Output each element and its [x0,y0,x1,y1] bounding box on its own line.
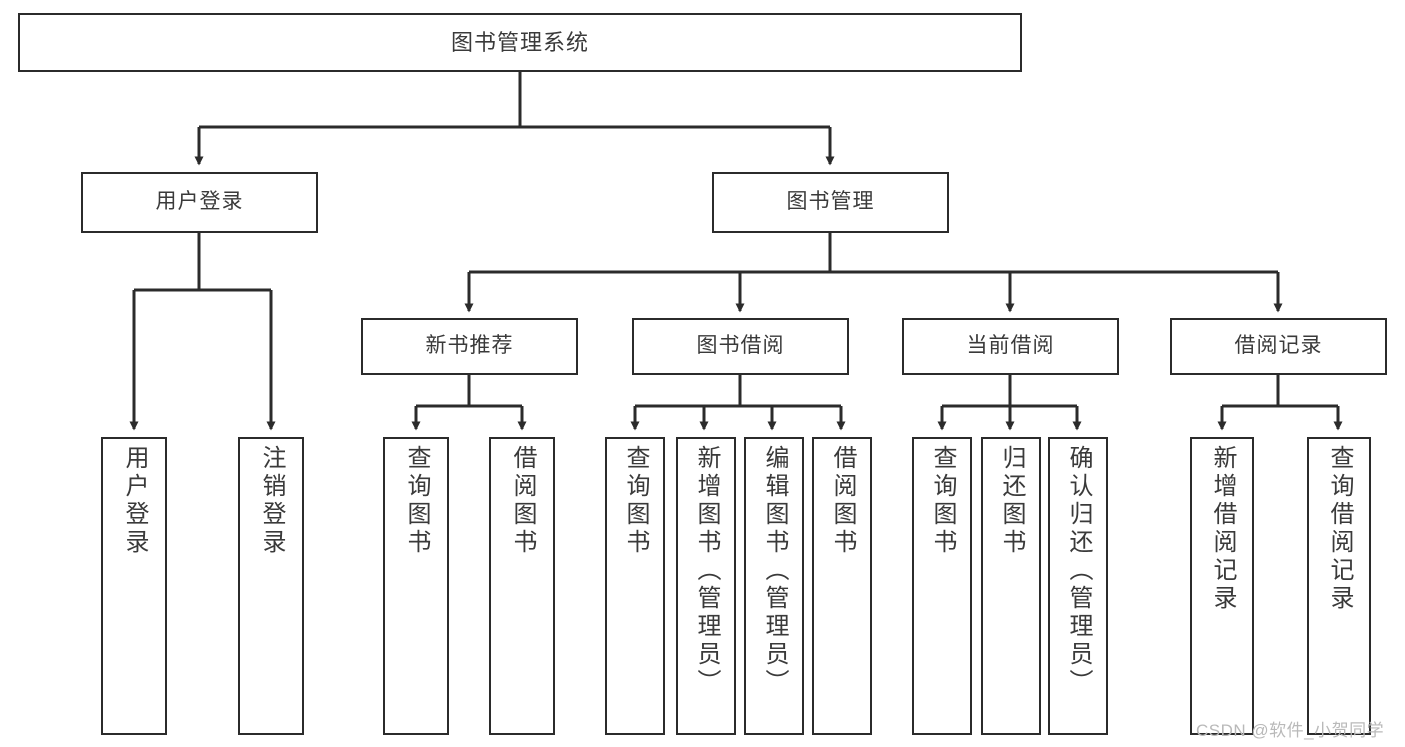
node-label: 归还图书 [998,445,1025,557]
node-leaf-borrow-book-1[interactable]: 借阅图书 [489,437,555,735]
node-leaf-add-book[interactable]: 新增图书（管理员） [676,437,736,735]
node-leaf-query-book-2[interactable]: 查询图书 [605,437,665,735]
node-leaf-return-book[interactable]: 归还图书 [981,437,1041,735]
node-label: 图书借阅 [696,334,785,358]
node-new-book-recommend[interactable]: 新书推荐 [361,318,578,375]
node-label: 当前借阅 [966,334,1055,358]
node-leaf-edit-book[interactable]: 编辑图书（管理员） [744,437,804,735]
node-leaf-query-book-1[interactable]: 查询图书 [383,437,449,735]
node-leaf-query-record[interactable]: 查询借阅记录 [1307,437,1371,735]
node-label: 用户登录 [155,190,244,214]
node-label: 查询图书 [403,445,430,557]
node-leaf-user-login[interactable]: 用户登录 [101,437,167,735]
node-leaf-add-record[interactable]: 新增借阅记录 [1190,437,1254,735]
node-label: 查询借阅记录 [1326,445,1353,613]
node-leaf-query-book-3[interactable]: 查询图书 [912,437,972,735]
node-label: 注销登录 [258,445,285,557]
node-current-borrow[interactable]: 当前借阅 [902,318,1119,375]
node-leaf-confirm-return[interactable]: 确认归还（管理员） [1048,437,1108,735]
node-label: 借阅图书 [829,445,856,557]
node-label: 编辑图书（管理员） [761,445,788,697]
node-label: 借阅图书 [509,445,536,557]
node-leaf-borrow-book-2[interactable]: 借阅图书 [812,437,872,735]
node-label: 查询图书 [929,445,956,557]
node-label: 图书管理 [786,190,875,214]
node-label: 新书推荐 [425,334,514,358]
node-label: 借阅记录 [1234,334,1323,358]
node-borrow-record[interactable]: 借阅记录 [1170,318,1387,375]
node-user-login[interactable]: 用户登录 [81,172,318,233]
node-label: 图书管理系统 [450,29,589,55]
node-root-book-management-system[interactable]: 图书管理系统 [18,13,1022,72]
node-book-manage[interactable]: 图书管理 [712,172,949,233]
node-label: 确认归还（管理员） [1065,445,1092,697]
node-book-borrow[interactable]: 图书借阅 [632,318,849,375]
node-label: 用户登录 [121,445,148,557]
watermark: CSDN @软件_小贺同学 [1196,721,1385,740]
node-label: 新增图书（管理员） [693,445,720,697]
node-label: 查询图书 [622,445,649,557]
node-label: 新增借阅记录 [1209,445,1236,613]
node-leaf-logout-login[interactable]: 注销登录 [238,437,304,735]
